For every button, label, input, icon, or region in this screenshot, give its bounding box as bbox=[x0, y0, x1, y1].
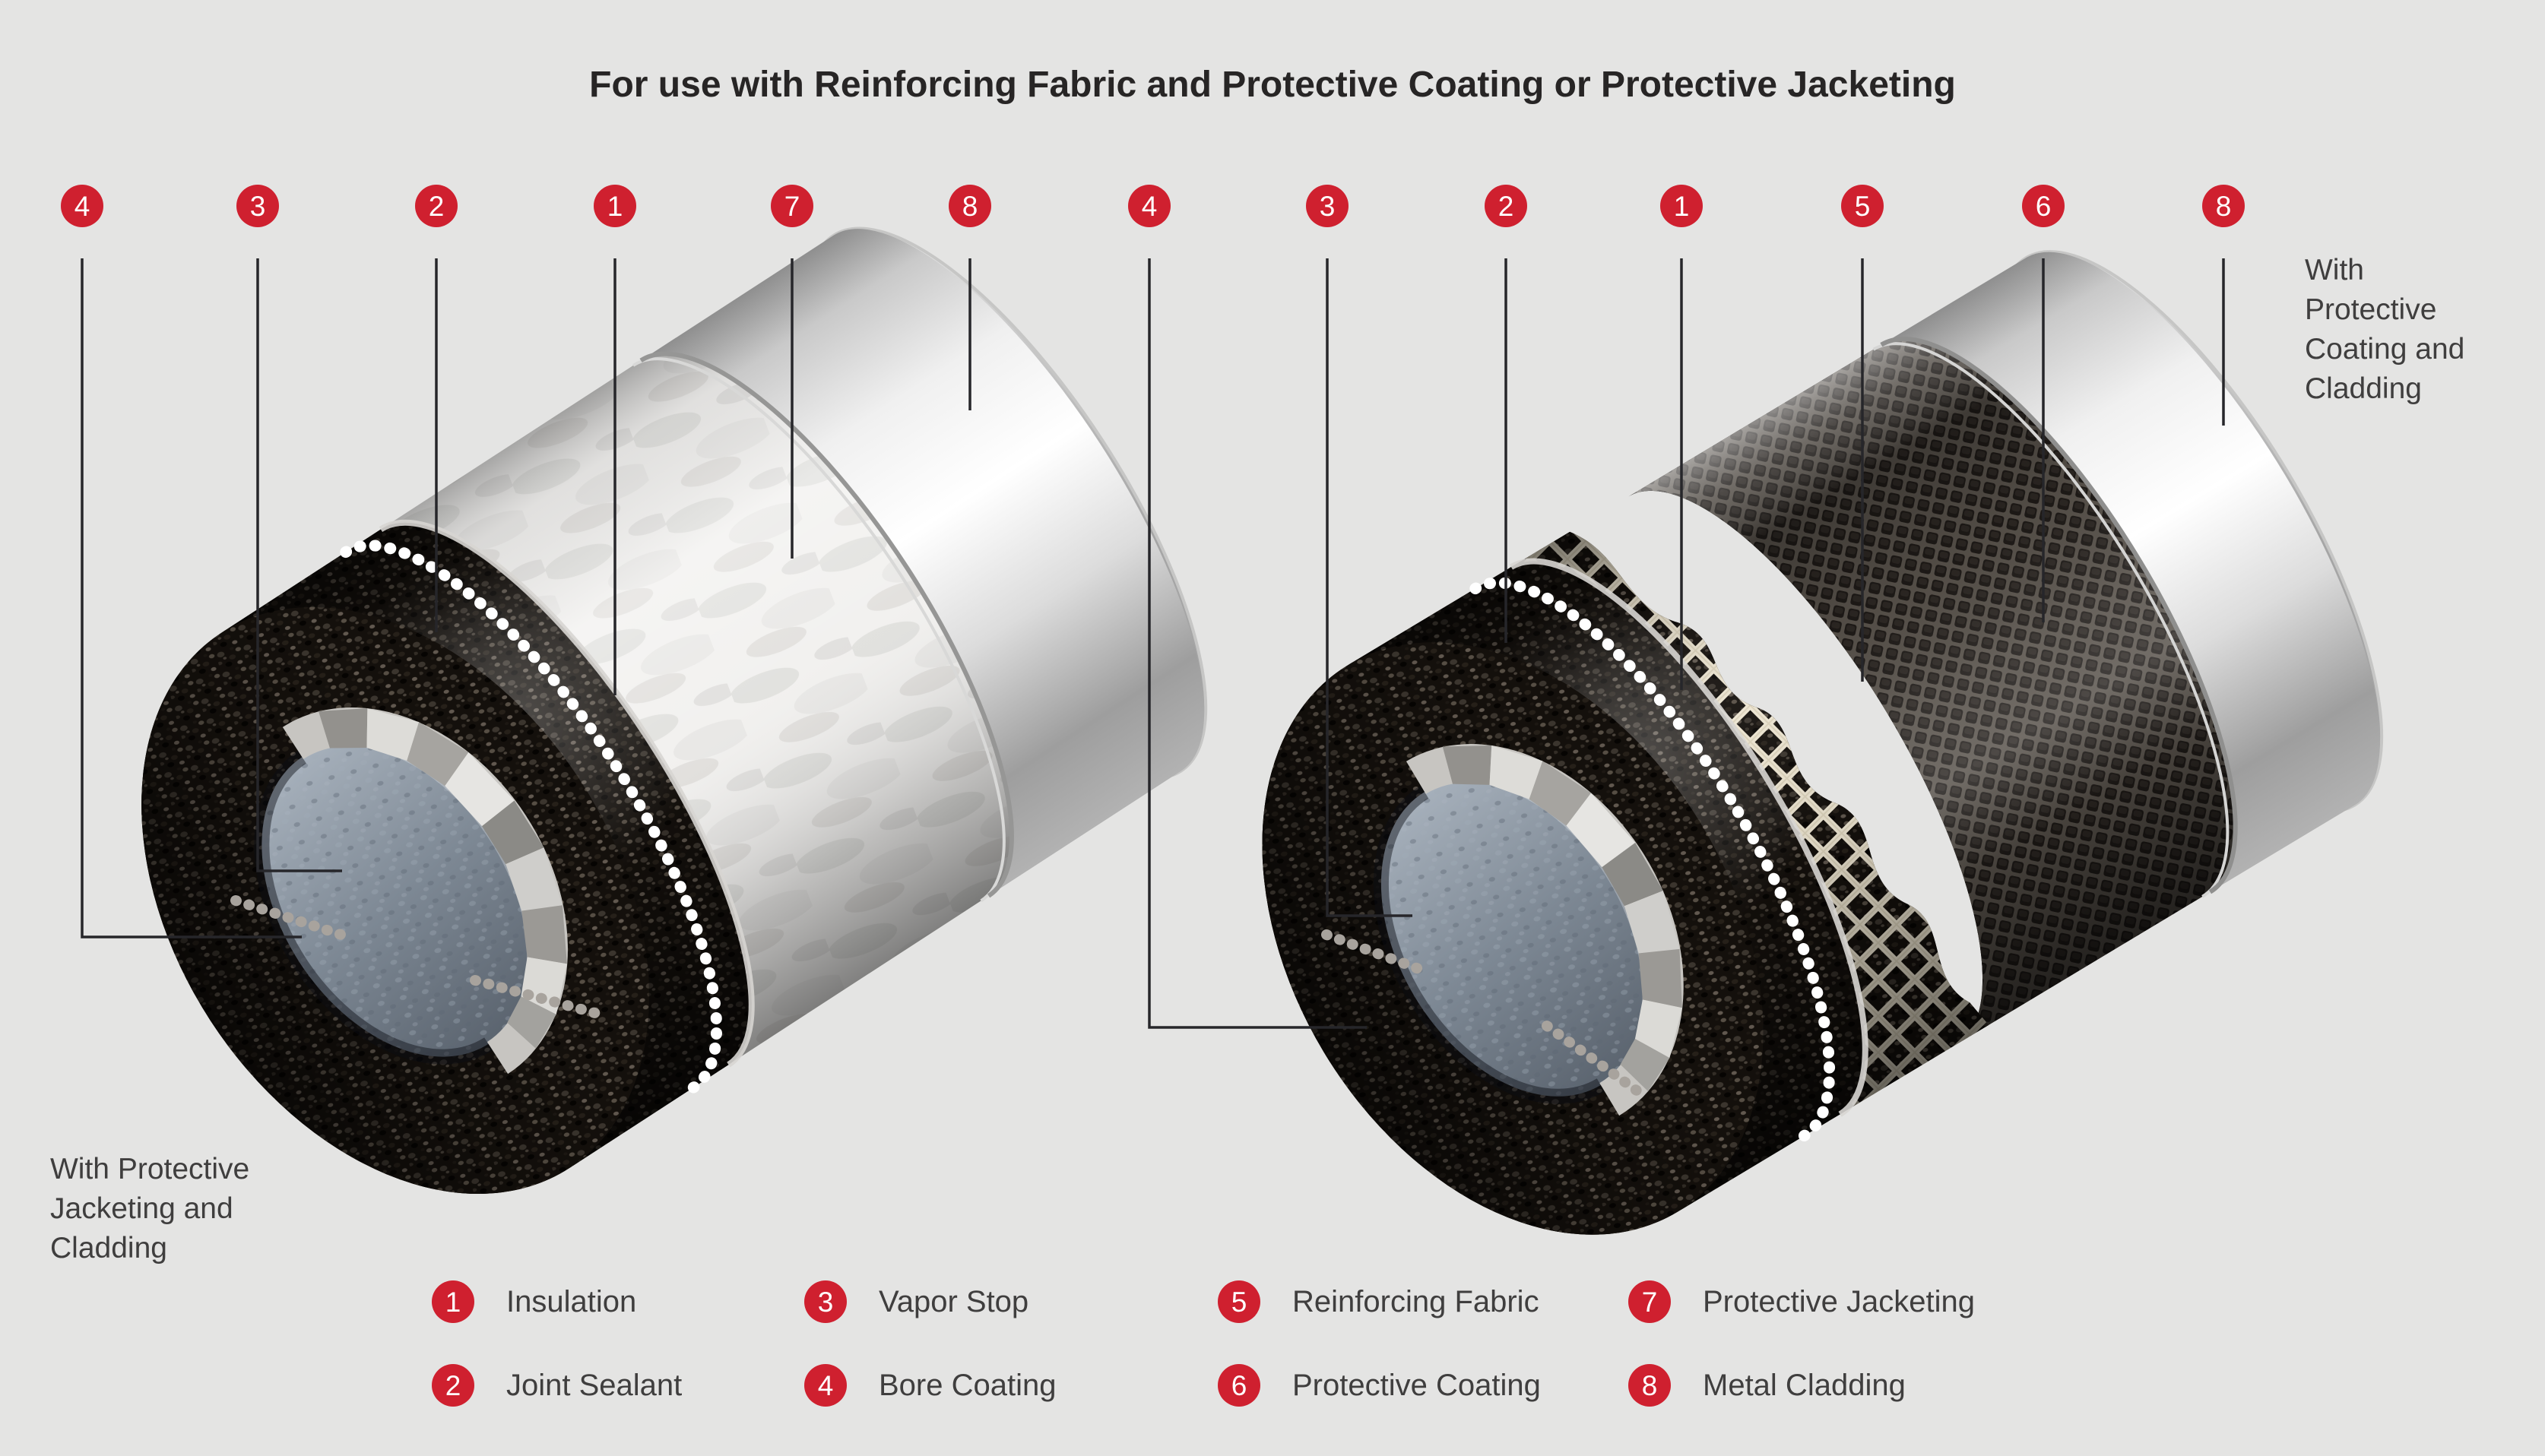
callout-badge-right-1: 1 bbox=[1660, 185, 1703, 227]
bore-coating bbox=[254, 742, 531, 1065]
legend-number-badge: 6 bbox=[1218, 1364, 1260, 1407]
legend-item-insulation: 1 Insulation bbox=[432, 1280, 636, 1323]
pipe-left-jacketing-cladding bbox=[141, 226, 1208, 1195]
callout-badge-left-4: 4 bbox=[61, 185, 103, 227]
legend-label: Reinforcing Fabric bbox=[1292, 1284, 1539, 1318]
reinforcing-fabric-band bbox=[1507, 531, 1989, 1116]
protective-coating-band bbox=[1628, 340, 2234, 1044]
legend-number-badge: 2 bbox=[432, 1364, 474, 1407]
callout-badge-right-8: 8 bbox=[2202, 185, 2245, 227]
legend-item-bore-coating: 4 Bore Coating bbox=[804, 1364, 1056, 1407]
callout-badge-left-2: 2 bbox=[415, 185, 458, 227]
legend-item-reinforcing-fabric: 5 Reinforcing Fabric bbox=[1218, 1280, 1539, 1323]
leader-line-left-3 bbox=[256, 258, 342, 872]
pipe-right-coating-cladding bbox=[1262, 250, 2384, 1235]
leader-line-right-3 bbox=[1326, 258, 1412, 917]
legend-item-protective-coating: 6 Protective Coating bbox=[1218, 1364, 1541, 1407]
protective-jacketing-band bbox=[377, 355, 1010, 1067]
legend-label: Joint Sealant bbox=[506, 1368, 683, 1402]
legend-number-badge: 1 bbox=[432, 1280, 474, 1323]
callout-badge-right-6: 6 bbox=[2022, 185, 2065, 227]
legend-label: Protective Jacketing bbox=[1703, 1284, 1975, 1318]
metal-cladding-band bbox=[629, 229, 1205, 904]
legend-label: Bore Coating bbox=[879, 1368, 1057, 1402]
callout-badge-right-5: 5 bbox=[1841, 185, 1884, 227]
metal-cladding-band bbox=[1872, 252, 2380, 897]
callout-badge-right-3: 3 bbox=[1306, 185, 1349, 227]
page-title: For use with Reinforcing Fabric and Prot… bbox=[589, 65, 1956, 105]
legend-label: Metal Cladding bbox=[1703, 1368, 1906, 1402]
callout-badge-left-8: 8 bbox=[949, 185, 991, 227]
caption-left-pipe: With Protective Jacketing and Cladding bbox=[50, 1153, 250, 1265]
joint-sealant-face-bead-right bbox=[1321, 929, 1647, 1100]
legend-item-metal-cladding: 8 Metal Cladding bbox=[1628, 1364, 1906, 1407]
bore-coating bbox=[1373, 778, 1646, 1104]
caption-right-pipe: With Protective Coating and Cladding bbox=[2305, 254, 2465, 405]
legend-number-badge: 3 bbox=[804, 1280, 847, 1323]
legend-label: Insulation bbox=[506, 1284, 637, 1318]
legend-number-badge: 7 bbox=[1628, 1280, 1671, 1323]
legend-item-vapor-stop: 3 Vapor Stop bbox=[804, 1280, 1028, 1323]
callout-badge-left-1: 1 bbox=[594, 185, 636, 227]
joint-sealant-face-bead-left bbox=[230, 895, 606, 1020]
legend-item-protective-jacketing: 7 Protective Jacketing bbox=[1628, 1280, 1975, 1323]
callout-badge-right-2: 2 bbox=[1485, 185, 1527, 227]
legend-label: Protective Coating bbox=[1292, 1368, 1541, 1402]
legend-number-badge: 5 bbox=[1218, 1280, 1260, 1323]
legend-number-badge: 8 bbox=[1628, 1364, 1671, 1407]
callout-badge-left-7: 7 bbox=[771, 185, 813, 227]
callout-badge-left-3: 3 bbox=[236, 185, 279, 227]
leader-line-right-4 bbox=[1148, 258, 1367, 1029]
legend-item-joint-sealant: 2 Joint Sealant bbox=[432, 1364, 682, 1407]
legend-label: Vapor Stop bbox=[879, 1284, 1029, 1318]
leader-line-left-4 bbox=[81, 258, 302, 938]
legend-number-badge: 4 bbox=[804, 1364, 847, 1407]
callout-badge-right-4: 4 bbox=[1128, 185, 1171, 227]
